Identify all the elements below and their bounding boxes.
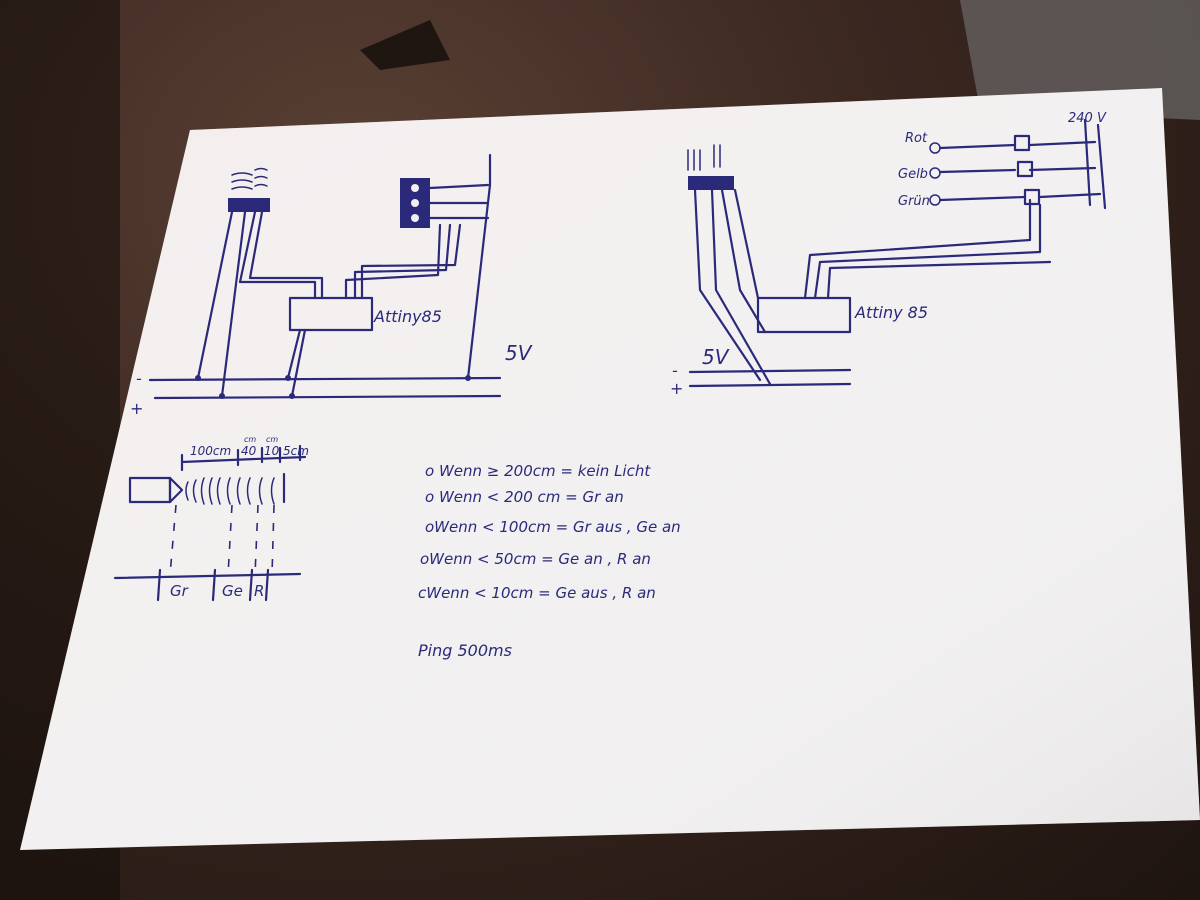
mains-label: 240 V — [1068, 111, 1107, 126]
voltage-label-left: 5V — [505, 341, 533, 365]
zone-label-yellow: Ge — [222, 582, 243, 600]
ping-note: Ping 500ms — [418, 641, 512, 660]
ruler-label-100: 100cm — [190, 444, 231, 458]
chip-label-left: Attiny85 — [373, 307, 442, 326]
dark-object — [360, 20, 450, 70]
zone-label-green: Gr — [170, 582, 189, 600]
voltage-label-right: 5V — [702, 345, 730, 369]
sensor-waves-icon-right — [687, 144, 721, 171]
rule-line-2: o Wenn < 200 cm = Gr an — [425, 488, 624, 506]
attiny-chip-left — [288, 296, 374, 332]
ruler-label-5: 5cm — [283, 444, 309, 458]
relay-icon-3 — [1023, 188, 1041, 206]
ultrasonic-sensor — [228, 198, 270, 212]
ruler-label-40: 40 — [241, 444, 257, 458]
lamp-label-red: Rot — [905, 131, 928, 146]
relay-icon-1 — [1013, 134, 1031, 152]
ruler-cm-mark-2: cm — [266, 435, 278, 444]
rule-line-1: o Wenn ≥ 200cm = kein Licht — [425, 462, 651, 480]
lamp-icon-yellow — [929, 167, 941, 179]
power-rail — [153, 394, 502, 400]
plus-label-left: + — [130, 399, 143, 418]
minus-label-right: - — [672, 361, 678, 380]
ground-rail-right — [688, 368, 852, 374]
rule-line-4: oWenn < 50cm = Ge an , R an — [420, 550, 651, 568]
distance-sketch: 100cm 40 10 5cm cm cm Gr Ge R — [113, 435, 309, 602]
chip-label-right: Attiny 85 — [854, 303, 928, 322]
rule-line-3: oWenn < 100cm = Gr aus , Ge an — [425, 518, 681, 536]
ground-rail — [148, 376, 502, 382]
ruler-label-10: 10 — [264, 444, 280, 458]
sensor-waves-icon — [231, 167, 268, 190]
rules-notes: o Wenn ≥ 200cm = kein Licht o Wenn < 200… — [418, 462, 681, 660]
lamp-label-yellow: Gelb — [898, 167, 928, 182]
lamp-label-green: Grün — [898, 194, 930, 209]
ruler-cm-mark-1: cm — [244, 435, 256, 444]
zone-label-red: R — [254, 582, 264, 600]
ultrasonic-sensor-right — [688, 176, 734, 190]
rule-line-5: cWenn < 10cm = Ge aus , R an — [418, 584, 656, 602]
relay-icon-2 — [1016, 160, 1034, 178]
lamp-icon-green — [929, 194, 941, 206]
right-circuit: Rot Gelb Grün 240 V Attiny 85 5V - + — [670, 111, 1107, 398]
minus-label-left: - — [136, 369, 142, 388]
sound-waves-icon — [185, 477, 275, 505]
plus-label-right: + — [670, 379, 683, 398]
lamp-icon-red — [929, 142, 941, 154]
left-circuit: Attiny85 5V - + — [130, 153, 533, 418]
